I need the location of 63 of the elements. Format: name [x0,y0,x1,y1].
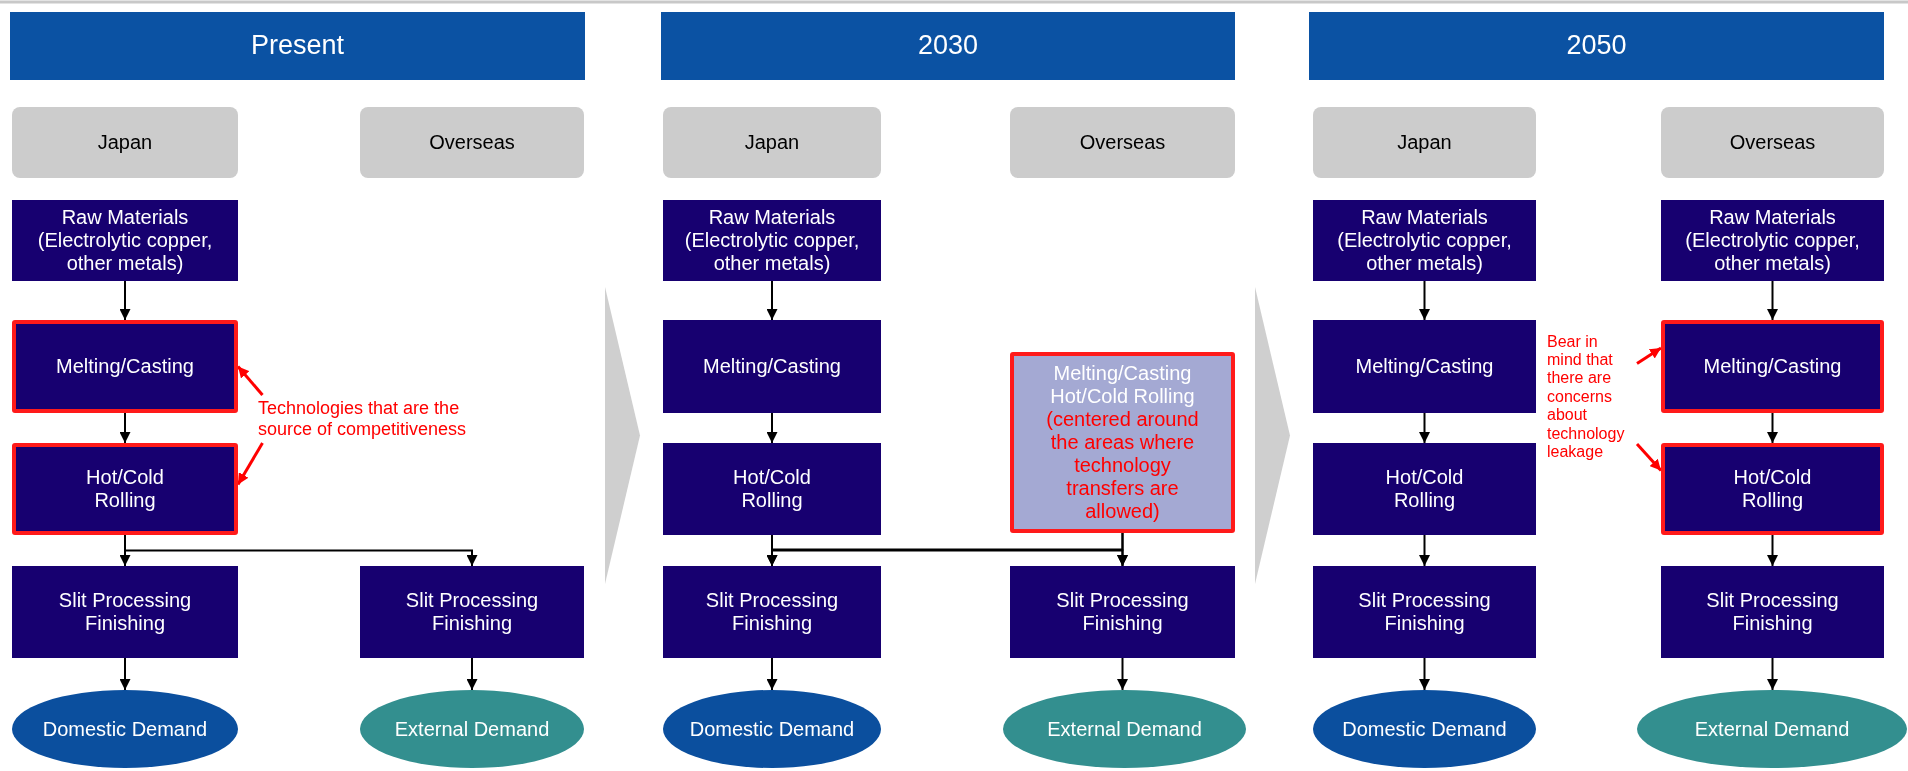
flow-arrow [119,657,131,691]
flow-arrow [1117,532,1128,567]
process-box: Hot/Cold Rolling [663,443,881,535]
period-header: 2050 [1309,12,1884,80]
highlighted-process-box: Melting/Casting [1661,320,1884,413]
flow-arrow [1419,412,1430,444]
leader-arrow [236,365,264,396]
chevron-shape [1255,287,1290,584]
flow-arrow [119,280,131,321]
flow-arrow [1117,657,1128,691]
highlighted-process-box: Hot/Cold Rolling [1661,443,1884,535]
process-box: Melting/Casting [663,320,881,413]
box-label: Melting/Casting [1053,362,1192,385]
leader-arrow [236,442,264,486]
process-box: Melting/Casting [1313,320,1536,413]
flow-arrow [766,412,778,444]
note-text: Technologies that are the source of competitiveness [252,395,514,443]
flow-arrow [1419,534,1430,567]
demand-ellipse: Domestic Demand [12,690,238,768]
flow-arrow [1767,412,1778,444]
demand-ellipse: External Demand [360,690,584,768]
region-tab: Overseas [1010,107,1235,178]
region-tab: Overseas [360,107,584,178]
flow-arrow [1419,280,1430,321]
leader-arrow [1636,346,1662,365]
highlighted-process-box: Melting/Casting [12,320,238,413]
process-box: Raw Materials (Electrolytic copper, other metals) [663,200,881,281]
flow-arrow [466,657,478,691]
note-text: Bear in mind that there are concerns about technology leakage [1541,330,1637,464]
process-box: Slit Processing Finishing [1313,566,1536,658]
flow-arrow [1767,280,1778,321]
process-box: Slit Processing Finishing [1661,566,1884,658]
box-label: (centered around the areas where technology transfers are allowed) [1045,408,1200,523]
demand-ellipse: External Demand [1637,690,1907,768]
region-tab: Overseas [1661,107,1884,178]
demand-ellipse: External Demand [1003,690,1246,768]
process-box: Raw Materials (Electrolytic copper, other metals) [1313,200,1536,281]
flow-arrow [766,280,778,321]
region-tab: Japan [12,107,238,178]
region-tab: Japan [1313,107,1536,178]
flow-arrow [124,534,478,567]
region-tab: Japan [663,107,881,178]
period-header: 2030 [661,12,1235,80]
leader-arrow [1635,442,1663,472]
period-header: Present [10,12,585,80]
process-box: Raw Materials (Electrolytic copper, other metals) [12,200,238,281]
flow-arrow [1419,657,1430,691]
demand-ellipse: Domestic Demand [663,690,881,768]
process-box: Slit Processing Finishing [1010,566,1235,658]
highlighted-process-box [1010,352,1235,533]
flow-arrow [119,412,131,444]
flow-arrow [766,657,778,691]
process-box: Slit Processing Finishing [12,566,238,658]
process-box: Hot/Cold Rolling [1313,443,1536,535]
flow-arrow [1767,534,1778,567]
chevron-shape [605,287,640,584]
flow-arrow [1767,657,1778,691]
process-box: Slit Processing Finishing [663,566,881,658]
process-box: Slit Processing Finishing [360,566,584,658]
box-label: Hot/Cold Rolling [1050,385,1195,408]
process-box: Raw Materials (Electrolytic copper, other metals) [1661,200,1884,281]
highlighted-process-box: Hot/Cold Rolling [12,443,238,535]
demand-ellipse: Domestic Demand [1313,690,1536,768]
